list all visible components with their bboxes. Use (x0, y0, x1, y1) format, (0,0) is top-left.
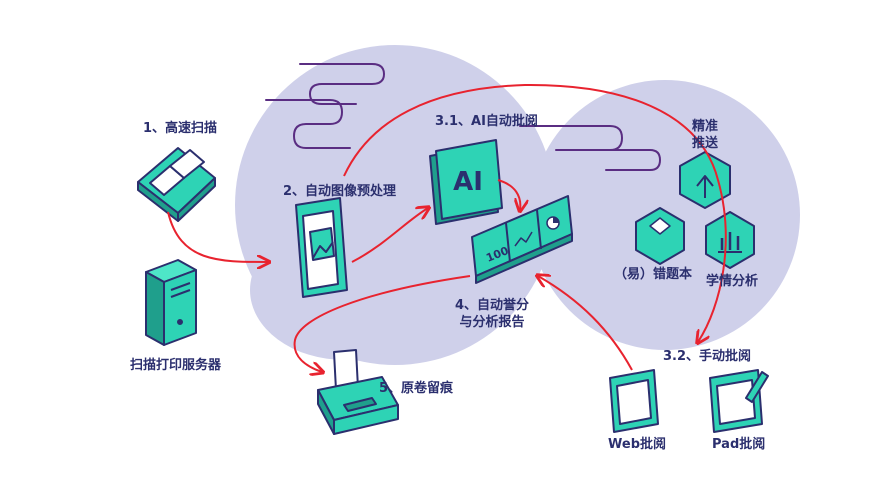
push-hexagon-icon (679, 151, 731, 209)
server-icon (145, 259, 197, 346)
step-original-trace-label: 5、原卷留痕 (379, 381, 454, 396)
arrow-manual-to-score (538, 276, 633, 371)
pad-tablet-icon (709, 369, 769, 433)
score-panel-icon: 100 (471, 195, 573, 284)
arrow-scan-to-preprocess (167, 211, 268, 262)
printer-icon (317, 349, 399, 435)
step-ai-review-label: 3.1、AI自动批阅 (435, 114, 538, 129)
wrong-book-label: （易）错题本 (614, 267, 693, 282)
ai-chip-text: AI (453, 167, 483, 197)
arrow-ai-to-score (497, 179, 520, 210)
arrow-preprocess-to-ai (351, 208, 428, 263)
step-scan-label: 1、高速扫描 (143, 121, 218, 136)
auto-score-line2: 与分析报告 (459, 315, 525, 330)
wrong-book-hexagon-icon (635, 207, 685, 265)
ai-chip-icon: AI (429, 139, 503, 225)
wind-squiggles (265, 63, 662, 171)
precise-push-line1: 精准 (691, 119, 718, 134)
pad-review-label: Pad批阅 (712, 437, 766, 452)
precise-push-line2: 推送 (691, 136, 718, 151)
scan-server-label: 扫描打印服务器 (130, 358, 222, 373)
step-manual-review-label: 3.2、手动批阅 (663, 349, 752, 364)
step-auto-score-label: 4、自动誉分 与分析报告 (452, 297, 532, 331)
step-preprocess-label: 2、自动图像预处理 (283, 184, 397, 199)
squiggle-right (599, 149, 662, 171)
image-card-icon (295, 197, 348, 298)
flow-arrows (167, 83, 727, 372)
scanner-icon (137, 147, 216, 222)
web-review-label: Web批阅 (608, 437, 666, 452)
squiggle-left (265, 99, 351, 149)
precise-push-label: 精准 推送 (685, 118, 725, 152)
arrow-preprocess-to-manual (343, 83, 727, 342)
analysis-hexagon-icon (705, 211, 755, 269)
learning-analysis-label: 学情分析 (706, 274, 759, 289)
auto-score-line1: 4、自动誉分 (454, 298, 530, 313)
arrow-score-to-printer (293, 275, 471, 372)
web-tablet-icon (609, 369, 659, 433)
